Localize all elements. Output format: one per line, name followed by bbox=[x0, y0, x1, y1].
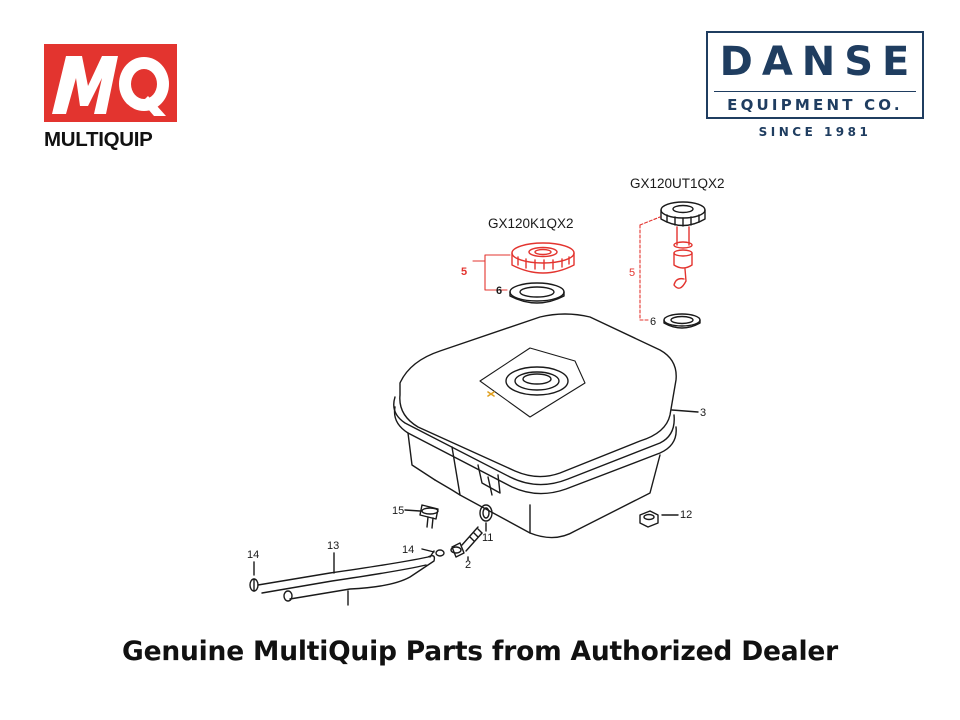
danse-equipment-logo: DANSE EQUIPMENT CO. SINCE 1981 bbox=[706, 31, 928, 143]
fuel-tank-icon bbox=[393, 313, 677, 539]
fuel-tank-parts-diagram: GX120K1QX2 GX120UT1QX2 5 6 5 6 3 15 2 11… bbox=[230, 165, 750, 615]
multiquip-wordmark: MULTIQUIP bbox=[44, 128, 153, 151]
parts-drawing: GX120K1QX2 GX120UT1QX2 5 6 5 6 3 15 2 11… bbox=[247, 176, 725, 606]
callout-bolt: 15 bbox=[392, 505, 404, 517]
danse-divider bbox=[714, 91, 916, 92]
clip-left-icon bbox=[249, 578, 259, 592]
model-label-a: GX120K1QX2 bbox=[488, 216, 574, 231]
callout-clip-left: 14 bbox=[247, 549, 259, 561]
callout-gasket-b: 6 bbox=[650, 316, 656, 328]
callout-clip-right: 14 bbox=[402, 544, 414, 556]
callout-nut: 12 bbox=[680, 509, 692, 521]
multiquip-logo: MULTIQUIP bbox=[44, 44, 184, 152]
callout-tube: 13 bbox=[327, 540, 339, 552]
fuel-cap-b-icon bbox=[660, 201, 706, 289]
footer-caption: Genuine MultiQuip Parts from Authorized … bbox=[122, 636, 838, 667]
danse-subtitle: EQUIPMENT CO. bbox=[727, 96, 903, 114]
clip-right-icon bbox=[435, 549, 445, 557]
callout-valve: 2 bbox=[465, 559, 471, 571]
danse-since: SINCE 1981 bbox=[758, 125, 872, 139]
callout-cap: 5 bbox=[461, 266, 467, 278]
fuel-cap-a-icon bbox=[511, 242, 575, 274]
fuel-tube-icon bbox=[257, 550, 436, 602]
gasket-b-icon bbox=[663, 313, 701, 329]
callout-washer: 11 bbox=[482, 532, 493, 544]
drain-nut-icon bbox=[639, 510, 659, 528]
model-label-b: GX120UT1QX2 bbox=[630, 176, 725, 191]
washer-icon bbox=[479, 504, 493, 522]
mq-mark-icon bbox=[44, 44, 177, 122]
gasket-a-icon bbox=[509, 282, 565, 304]
callout-gasket: 6 bbox=[496, 285, 502, 297]
callout-cap-b: 5 bbox=[629, 267, 635, 279]
danse-wordmark: DANSE bbox=[719, 39, 919, 85]
fuel-valve-icon bbox=[450, 526, 483, 558]
bolt-icon bbox=[419, 504, 439, 529]
danse-logo-frame: DANSE EQUIPMENT CO. bbox=[706, 31, 924, 119]
callout-tank: 3 bbox=[700, 407, 706, 419]
